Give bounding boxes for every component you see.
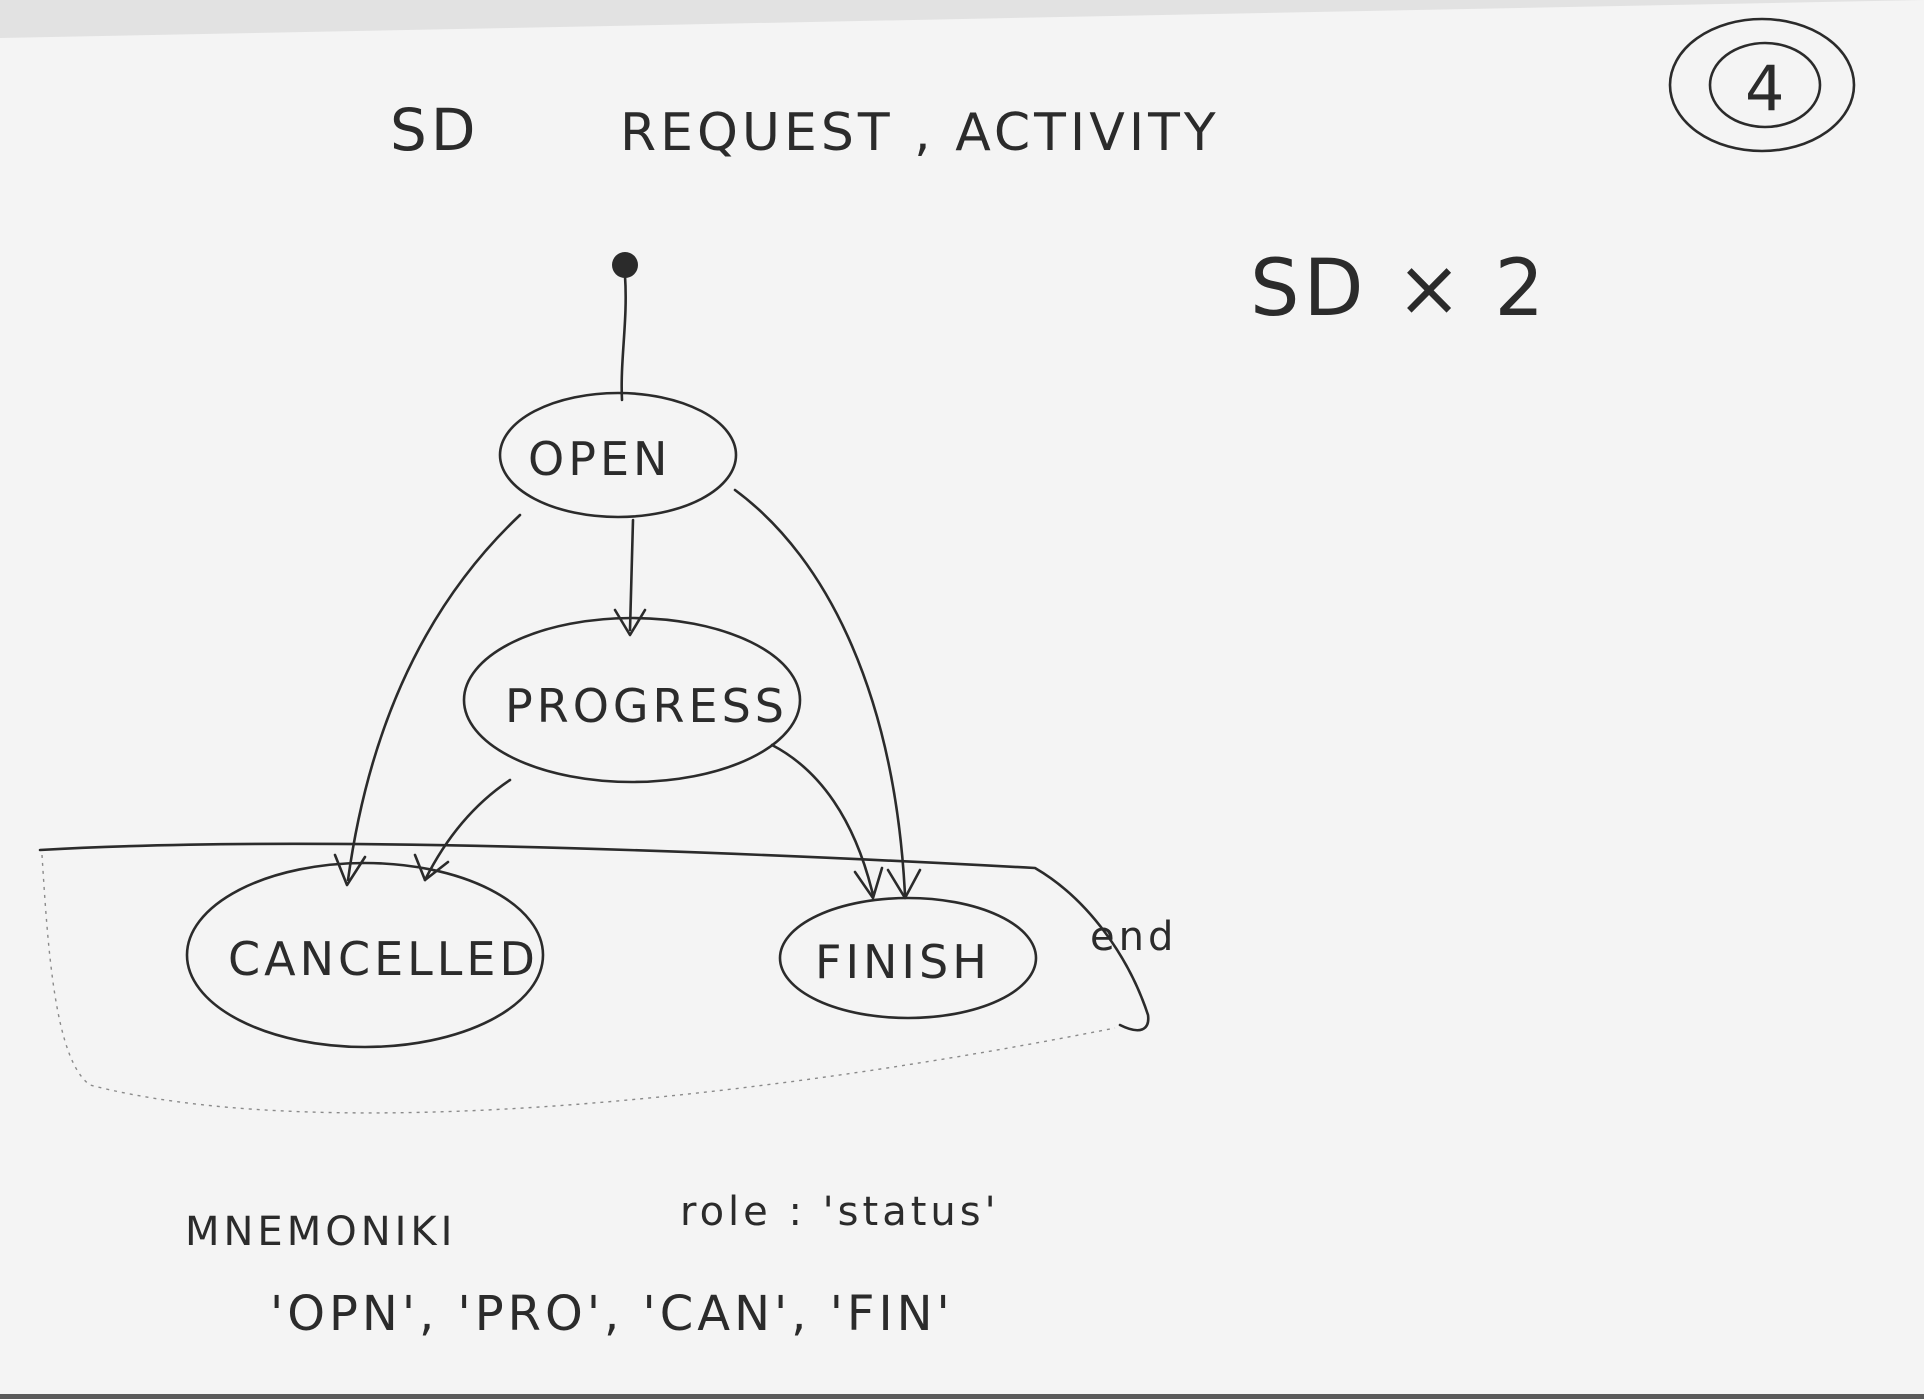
paper-edge [0,0,1924,38]
transition-open-finish [733,488,907,897]
state-cancelled [185,861,545,1049]
arrowhead-progress-cancelled [413,853,450,882]
page-number-outer-circle [1668,17,1856,153]
end-group-boundary-top [38,842,1150,1032]
mnemonics-label: MNEMONIKI [185,1209,456,1255]
transition-progress-finish [770,743,875,897]
transition-initial-open [620,274,627,402]
end-group-boundary-bottom [41,854,1116,1114]
state-progress [462,616,802,784]
state-finish [778,896,1038,1020]
arrowhead-progress-finish [853,866,884,900]
state-cancelled-label: CANCELLED [228,932,539,986]
initial-state-dot [612,252,638,278]
page-number-inner-circle [1708,41,1822,129]
header-title-right: REQUEST , ACTIVITY [620,103,1220,163]
header-multiplier: SD × 2 [1250,244,1548,334]
end-group-label: end [1090,914,1177,960]
state-progress-label: PROGRESS [505,679,788,733]
state-open-label: OPEN [528,432,671,486]
transition-open-progress [628,518,635,632]
transition-open-cancelled [346,513,522,882]
header-title-left: SD [390,96,479,164]
role-note: role : 'status' [680,1189,1000,1235]
page-number: 4 [1745,52,1788,125]
state-finish-label: FINISH [815,935,991,989]
transition-progress-cancelled [423,778,512,882]
state-open [498,391,738,519]
mnemonic-codes: 'OPN', 'PRO', 'CAN', 'FIN' [270,1286,954,1342]
